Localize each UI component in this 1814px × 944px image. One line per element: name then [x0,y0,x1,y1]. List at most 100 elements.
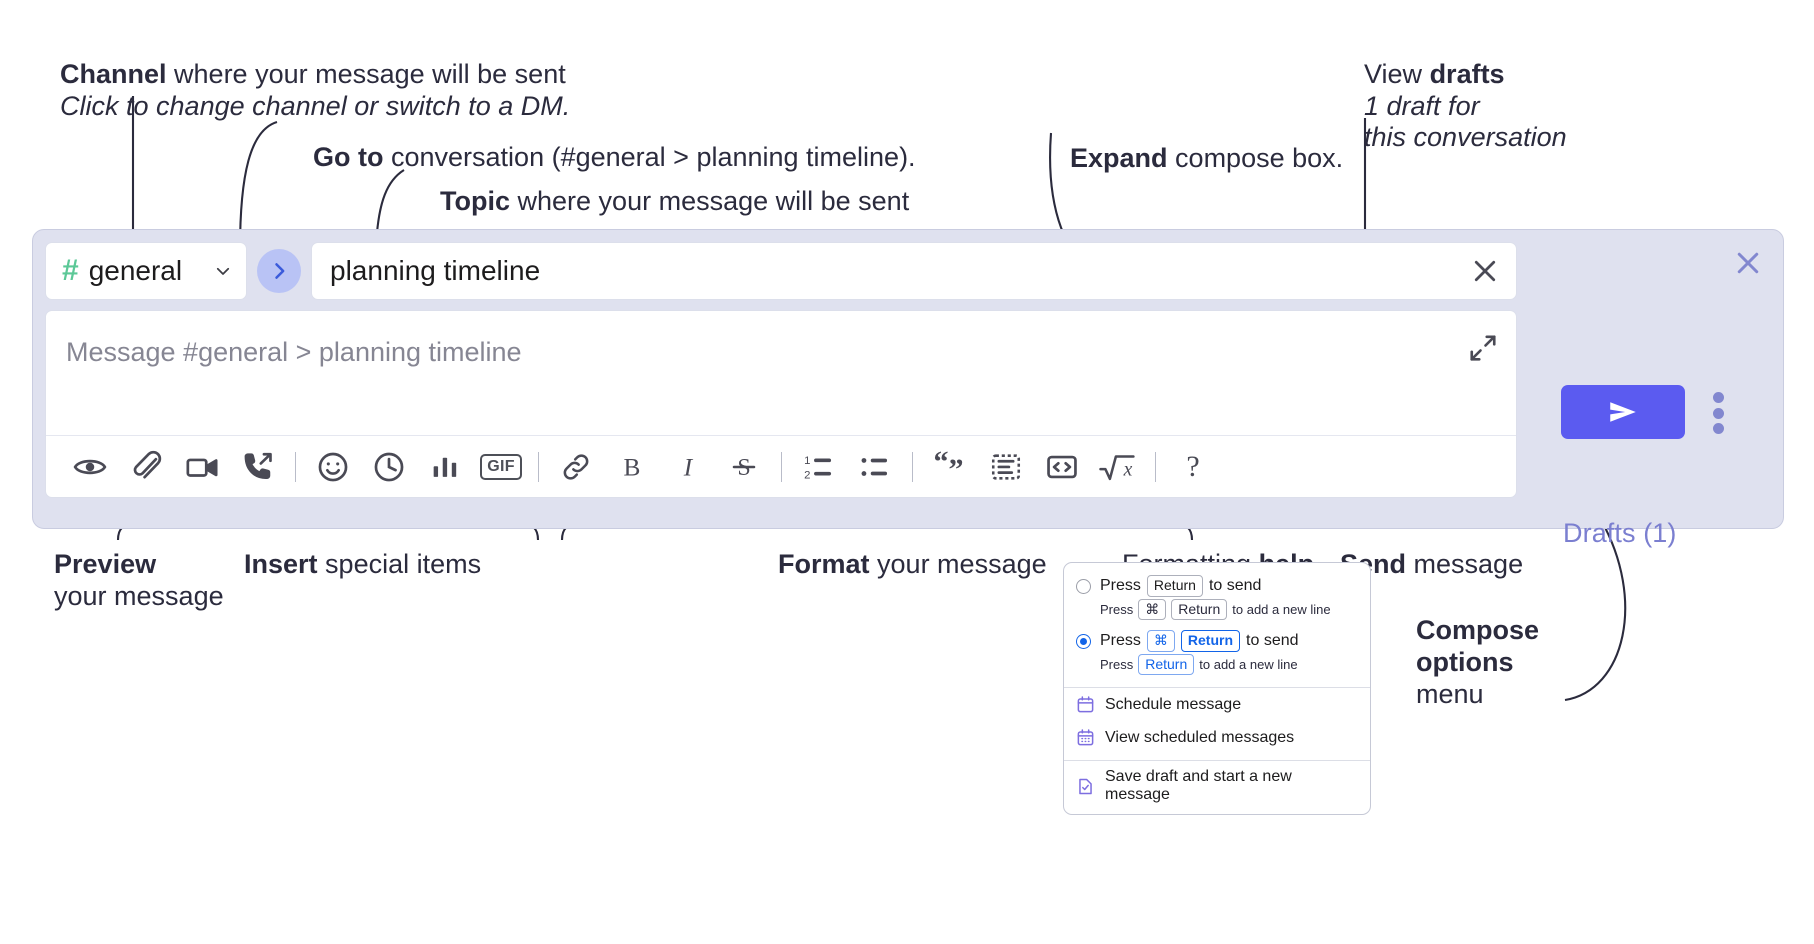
svg-text:B: B [624,453,641,481]
expand-icon[interactable] [1468,333,1498,363]
annotation-channel-bold: Channel [60,58,167,89]
attachment-icon[interactable] [118,444,174,490]
toolbar-separator [912,451,913,482]
goto-conversation-button[interactable] [257,249,301,293]
menu-radio-sub-cmd-return: Press Return to add a new line [1064,652,1370,682]
svg-text:I: I [683,453,694,481]
annotation-compose-options-l3: menu [1386,642,1484,746]
reminder-icon[interactable] [361,444,417,490]
ordered-list-icon[interactable]: 1 2 [791,444,847,490]
annotation-format-rest: your message [869,548,1047,579]
radio-sub-post: to add a new line [1232,601,1331,617]
code-icon[interactable] [1034,444,1090,490]
key-return: Return [1138,653,1195,675]
gif-label: GIF [480,453,522,480]
annotation-drafts-sub1: 1 draft for [1334,54,1480,158]
blockquote-icon[interactable]: “ ” [922,444,978,490]
svg-text:2: 2 [804,469,810,481]
annotation-expand-bold: Expand [1070,142,1168,173]
italic-icon[interactable]: I [660,444,716,490]
video-clip-icon[interactable] [174,444,230,490]
message-placeholder: Message #general > planning timeline [66,337,522,367]
menu-radio-option-cmd-return[interactable]: Press ⌘ Return to send [1064,626,1370,652]
menu-radio-option-return[interactable]: Press Return to send [1064,571,1370,597]
svg-text:“: “ [934,449,949,479]
menu-divider [1064,760,1370,761]
menu-item-save-draft[interactable]: Save draft and start a new message [1064,761,1370,814]
poll-icon[interactable] [417,444,473,490]
compose-header-row: # general planning timeline [45,242,1517,300]
code-block-icon[interactable] [978,444,1034,490]
audio-clip-icon[interactable] [230,444,286,490]
topic-input[interactable]: planning timeline [311,242,1517,300]
annotation-topic: Topic where your message will be sent [410,149,909,253]
drafts-link[interactable]: Drafts (1) [1563,518,1677,548]
annotation-channel-rest: where your message will be sent [166,58,566,89]
chevron-down-icon [214,262,232,280]
annotation-format-bold: Format [778,548,870,579]
svg-text:”: ” [949,453,964,485]
svg-text:1: 1 [804,455,810,467]
kebab-dot [1712,423,1724,434]
radio-button-selected[interactable] [1076,634,1091,649]
radio-main-pre: Press [1100,631,1141,649]
annotation-insert-rest: special items [317,548,482,579]
annotation-preview-sub: your message [24,544,224,648]
toolbar-separator [538,451,539,482]
close-icon[interactable] [1470,256,1500,286]
annotation-goto-rest: conversation (#general > planning timeli… [383,141,916,172]
menu-radio-label: Press ⌘ Return to send [1100,630,1299,652]
menu-item-schedule-message[interactable]: Schedule message [1064,688,1370,721]
link-icon[interactable] [548,444,604,490]
close-icon[interactable] [1733,248,1763,278]
compose-options-menu: Press Return to send Press ⌘ Return to a… [1063,562,1371,815]
annotation-drafts-plain: View [1364,58,1430,89]
compose-panel: # general planning timeline [32,229,1784,548]
hash-icon: # [62,254,79,287]
gif-icon[interactable]: GIF [473,444,529,490]
message-input-box[interactable]: Message #general > planning timeline [45,310,1517,498]
chevron-right-icon [275,263,285,279]
menu-item-view-scheduled[interactable]: View scheduled messages [1064,721,1370,754]
formatting-help-icon[interactable]: ? [1165,444,1221,490]
annotation-format: Format your message [748,512,1047,616]
key-command: ⌘ [1146,630,1175,652]
save-draft-icon [1076,777,1095,796]
radio-main-pre: Press [1100,576,1141,594]
menu-item-label: Schedule message [1105,695,1242,713]
radio-button-unselected[interactable] [1076,579,1091,594]
radio-sub-pre: Press [1100,656,1134,672]
channel-selector[interactable]: # general [45,242,247,300]
compose-inner: # general planning timeline [45,242,1517,498]
annotation-channel: Channel where your message will be sent [30,22,566,126]
annotation-channel-sub: Click to change channel or switch to a D… [30,54,570,158]
kebab-dot [1712,407,1724,419]
compose-options-button[interactable] [1711,392,1725,434]
annotation-goto-bold: Go to [313,141,384,172]
strikethrough-icon[interactable]: S [716,444,772,490]
calendar-grid-icon [1076,728,1095,747]
radio-main-post: to send [1246,631,1299,649]
svg-text:x: x [1123,459,1133,480]
preview-icon[interactable] [62,444,118,490]
radio-sub-post: to add a new line [1199,656,1298,672]
annotation-drafts: View drafts [1334,22,1505,126]
math-icon[interactable]: x [1090,444,1146,490]
annotation-drafts-italic1: 1 draft for [1364,90,1480,121]
question-mark-glyph: ? [1186,449,1200,483]
emoji-icon[interactable] [305,444,361,490]
send-button[interactable] [1561,385,1685,439]
bold-icon[interactable]: B [604,444,660,490]
menu-item-label: View scheduled messages [1105,728,1295,746]
bulleted-list-icon[interactable] [847,444,903,490]
annotation-expand: Expand compose box. [1040,106,1343,210]
annotation-drafts-bold: drafts [1429,58,1505,89]
annotation-topic-rest: where your message will be sent [510,185,910,216]
annotation-drafts-italic2: this conversation [1364,121,1567,152]
annotation-expand-rest: compose box. [1167,142,1344,173]
topic-value: planning timeline [330,255,541,286]
toolbar-separator [295,451,296,482]
annotation-compose-options-rest: menu [1416,678,1484,709]
send-paper-plane-icon [1610,402,1636,422]
radio-sub-pre: Press [1100,601,1134,617]
